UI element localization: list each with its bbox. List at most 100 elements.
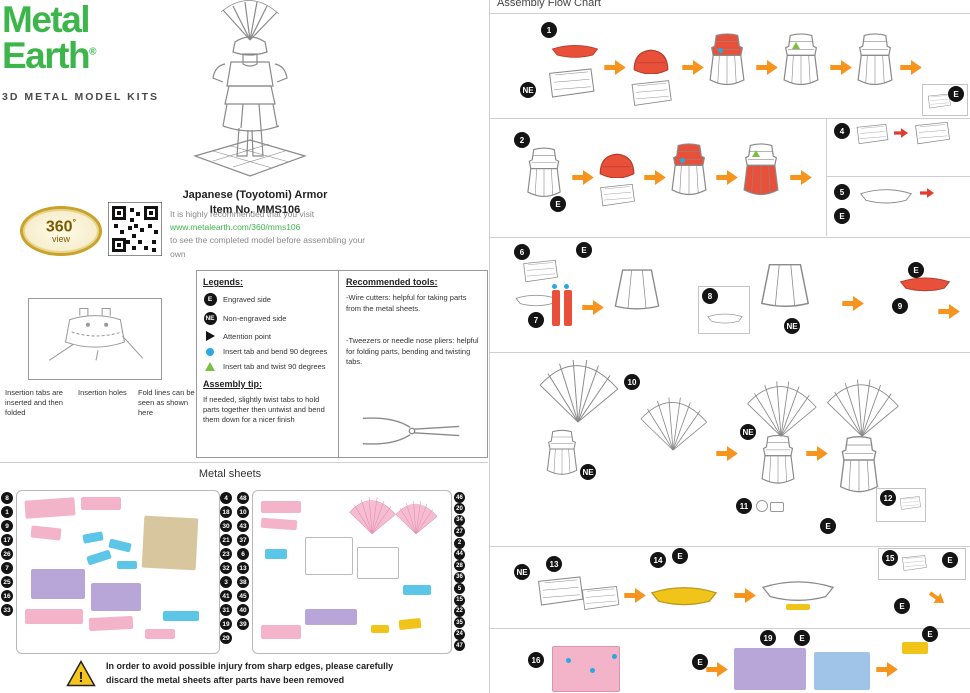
assembly-part (550, 44, 600, 60)
insertion-tabs-label: Insertion tabs are inserted and then fol… (5, 388, 63, 417)
sheet-part (398, 617, 422, 631)
insertion-sketch (49, 308, 144, 361)
flow-title-underline (490, 13, 970, 14)
assembly-part (778, 32, 824, 88)
metal-sheets-title: Metal sheets (198, 468, 262, 480)
part-number-badge: 3 (220, 576, 232, 588)
part-number-badge: 7 (1, 562, 13, 574)
step-19-badge: 19 (760, 630, 776, 646)
step-6-badge: 6 (514, 244, 530, 260)
part-number-badge: 1 (1, 506, 13, 518)
non-engraved-badge: NE (520, 82, 536, 98)
red-arrow-icon (894, 128, 908, 138)
legends-column: Legends: E Engraved side NE Non-engraved… (197, 271, 339, 457)
assembly-part (858, 188, 914, 206)
assembly-part (758, 580, 838, 604)
insert-bend-icon (590, 668, 595, 673)
part-number-badge: 38 (237, 576, 249, 588)
assembly-part (648, 586, 720, 608)
armor-illustration (193, 0, 307, 177)
engraved-badge-icon: E (203, 293, 217, 306)
arrow-right-icon (716, 170, 738, 185)
sheet-part (25, 609, 83, 624)
warning-line1: In order to avoid possible injury from s… (106, 661, 394, 671)
engraved-badge: E (576, 242, 592, 258)
step-13-badge: 13 (546, 556, 562, 572)
insert-bend-icon (718, 48, 723, 53)
assembly-part (544, 66, 598, 100)
arrow-right-icon (644, 170, 666, 185)
step-14-badge: 14 (650, 552, 666, 568)
part-number-badge: 37 (237, 534, 249, 546)
non-engraved-badge: NE (740, 424, 756, 440)
part-number-badge: 17 (1, 534, 13, 546)
metal-sheet-2 (252, 490, 452, 654)
engraved-badge: E (894, 598, 910, 614)
assembly-part (756, 434, 800, 486)
left-section-divider (0, 462, 488, 463)
row-divider (490, 237, 970, 238)
sheet-part (371, 625, 389, 633)
part-number-badge: 45 (237, 590, 249, 602)
insert-twist-icon (205, 362, 215, 371)
assembly-part-plume (636, 394, 710, 452)
part-number-badge: 18 (220, 506, 232, 518)
part-number-badge: 41 (220, 590, 232, 602)
arrow-right-icon (716, 446, 738, 461)
warning-line2: discard the metal sheets after parts hav… (106, 674, 345, 685)
sheet-part (357, 547, 399, 579)
row-divider (490, 628, 970, 629)
step-11-badge: 11 (736, 498, 752, 514)
assembly-part (520, 258, 560, 284)
part-number-badge: 19 (220, 618, 232, 630)
sheet-part (108, 538, 132, 553)
assembly-part-red-bar (564, 290, 572, 326)
substep-divider (826, 119, 827, 236)
part-number-badge: 24 (454, 628, 465, 640)
red-arrow-icon (920, 188, 934, 198)
sheet-part (403, 585, 431, 595)
assembly-flow-title: Assembly Flow Chart (497, 0, 601, 9)
tools-column: Recommended tools: -Wire cutters: helpfu… (339, 271, 487, 457)
assembly-part (542, 428, 582, 478)
engraved-badge: E (820, 518, 836, 534)
step-7-badge: 7 (528, 312, 544, 328)
assembly-tip-title: Assembly tip: (203, 379, 263, 389)
assembly-part (630, 46, 672, 74)
insert-bend-icon (680, 158, 685, 163)
assembly-part (898, 494, 922, 512)
tool-pliers-text: -Tweezers or needle nose pliers: helpful… (346, 336, 479, 366)
engraved-badge: E (908, 262, 924, 278)
arrow-right-icon (624, 588, 646, 603)
view-label: view (51, 234, 70, 245)
insert-bend-icon (564, 284, 569, 289)
assembly-part (738, 142, 784, 198)
insert-twist-icon (792, 42, 800, 49)
step-2-badge: 2 (514, 132, 530, 148)
part-number-badge: 47 (454, 640, 465, 652)
non-engraved-badge: NE (784, 318, 800, 334)
pliers-icon (362, 417, 460, 445)
engraved-badge: E (948, 86, 964, 102)
arrow-right-icon (756, 60, 778, 75)
non-engraved-badge: NE (514, 564, 530, 580)
assembly-part (704, 32, 750, 88)
assembly-tip-text: If needed, slightly twist tabs to hold p… (203, 395, 325, 425)
insert-bend-icon (206, 347, 214, 356)
insertion-diagram-box (28, 298, 162, 380)
brand-word-metal: Metal (2, 0, 91, 40)
arrow-right-icon (790, 170, 812, 185)
insertion-holes-label: Insertion holes (78, 388, 127, 397)
legend-non-engraved: NE Non-engraved side (203, 312, 287, 325)
sheet-part (88, 615, 134, 632)
360-view-badge: 360° view (20, 206, 102, 256)
substep-divider (827, 176, 970, 177)
sheet-part (261, 625, 301, 639)
step-4-badge: 4 (834, 123, 850, 139)
legend-tools-box: Legends: E Engraved side NE Non-engraved… (196, 270, 488, 458)
part-number-badge: 15 (454, 594, 465, 606)
assembly-part (854, 122, 890, 146)
assembly-part-plume (822, 376, 902, 438)
assembly-part (756, 260, 814, 310)
